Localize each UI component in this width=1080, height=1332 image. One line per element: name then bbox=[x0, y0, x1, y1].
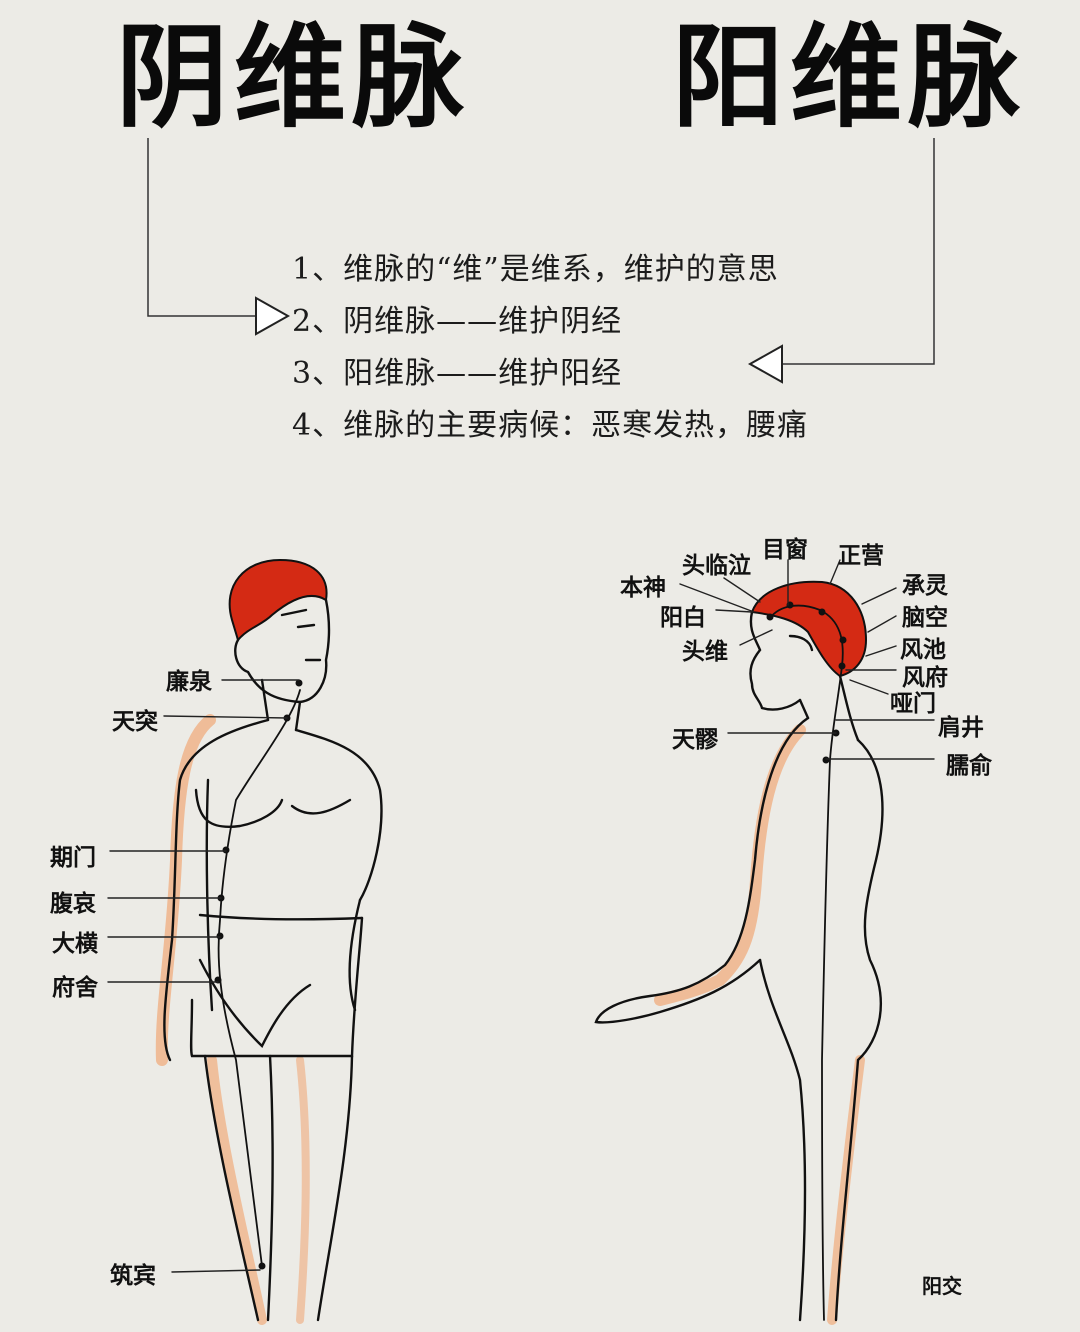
point-label-jianjing: 肩井 bbox=[938, 715, 984, 741]
description-line-3: 3、阳维脉——维护阳经 bbox=[292, 356, 623, 391]
arrow-right-icon bbox=[255, 296, 291, 336]
left-figure bbox=[107, 558, 383, 1325]
point-label-naoshu: 臑俞 bbox=[946, 753, 992, 779]
point-label-yangbai: 阳白 bbox=[660, 605, 706, 631]
point-label-zhubin: 筑宾 bbox=[110, 1263, 156, 1289]
arrow-left-icon bbox=[747, 344, 783, 384]
point-label-muchuang: 目窗 bbox=[762, 537, 808, 563]
point-label-fengchi: 风池 bbox=[900, 637, 946, 663]
point-label-fengfu: 风府 bbox=[902, 665, 948, 691]
point-label-yangjiao: 阳交 bbox=[922, 1274, 962, 1298]
point-label-fushe: 府舍 bbox=[52, 975, 98, 1001]
description-line-4: 4、维脉的主要病候：恶寒发热，腰痛 bbox=[292, 408, 809, 443]
point-label-touwei: 头维 bbox=[682, 639, 728, 665]
point-label-yamen: 哑门 bbox=[890, 691, 936, 717]
title-yang-wei-mai: 阳维脉 bbox=[672, 13, 1026, 143]
point-label-tiantu: 天突 bbox=[112, 709, 158, 735]
description-line-1: 1、维脉的“维”是维系，维护的意思 bbox=[292, 252, 779, 287]
right-figure bbox=[594, 559, 935, 1325]
point-label-daheng: 大横 bbox=[52, 931, 98, 957]
title-yin-wei-mai: 阴维脉 bbox=[116, 13, 470, 143]
point-label-benshen: 本神 bbox=[620, 575, 666, 601]
point-label-lianquan: 廉泉 bbox=[166, 669, 212, 695]
point-label-naokong: 脑空 bbox=[902, 605, 948, 631]
point-label-toulinqi: 头临泣 bbox=[682, 553, 751, 579]
description-line-2: 2、阴维脉——维护阴经 bbox=[292, 304, 623, 339]
point-label-tianliao: 天髎 bbox=[672, 727, 718, 753]
point-label-fuai: 腹哀 bbox=[50, 891, 96, 917]
point-label-chengling: 承灵 bbox=[902, 573, 948, 599]
point-label-zhengying: 正营 bbox=[838, 543, 884, 569]
point-label-qimen: 期门 bbox=[50, 845, 96, 871]
